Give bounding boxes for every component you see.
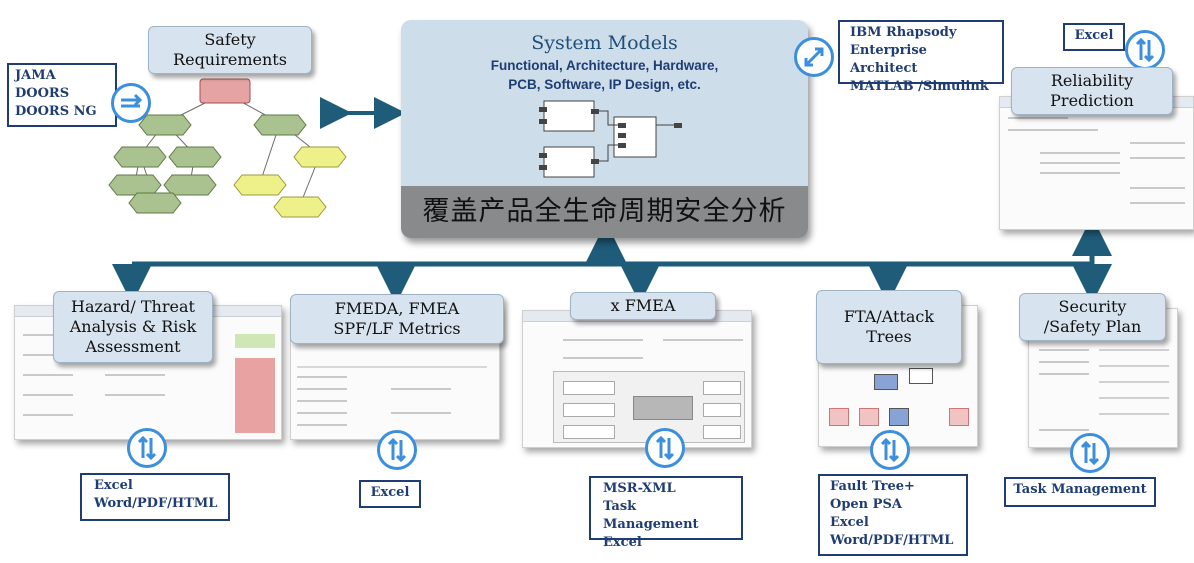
- system-models-subtitle: Functional, Architecture, Hardware, PCB,…: [490, 58, 719, 92]
- sync-icon-fta: [870, 430, 910, 470]
- xfmea-tools: MSR-XML Task Management Excel: [589, 476, 743, 550]
- sync-icon-system-models: [794, 37, 834, 77]
- fmeda-title: FMEDA, FMEA SPF/LF Metrics: [290, 294, 504, 344]
- sync-icon-fmeda: [377, 430, 417, 470]
- fta-tools: Fault Tree+ Open PSA Excel Word/PDF/HTML: [818, 474, 968, 556]
- sync-icon-safety-plan: [1070, 433, 1110, 473]
- reliability-title: Reliability Prediction: [1011, 67, 1173, 115]
- safety-requirements-tools: JAMA DOORS DOORS NG: [7, 63, 117, 127]
- safety-plan-tools: Task Management: [1004, 477, 1156, 507]
- reliability-tools: Excel: [1063, 23, 1125, 51]
- sync-icon-hazard: [127, 428, 167, 468]
- hazard-tools: Excel Word/PDF/HTML: [80, 473, 230, 521]
- xfmea-title: x FMEA: [570, 292, 716, 320]
- sync-icon-reliability: [1125, 30, 1165, 70]
- system-model-tools: IBM Rhapsody Enterprise Architect MATLAB…: [838, 20, 1004, 94]
- sync-icon-xfmea: [645, 428, 685, 468]
- fta-title: FTA/Attack Trees: [816, 290, 962, 364]
- hazard-analysis-title: Hazard/ Threat Analysis & Risk Assessmen…: [53, 291, 213, 363]
- system-block-diagram: [539, 100, 682, 178]
- lifecycle-banner: 覆盖产品全生命周期安全分析: [401, 186, 808, 238]
- fmeda-tools: Excel: [359, 480, 421, 508]
- reliability-screenshot: [999, 96, 1194, 230]
- system-models-panel: System Models Functional, Architecture, …: [401, 20, 808, 238]
- system-models-title: System Models: [531, 32, 678, 54]
- sync-icon-safety-requirements: [111, 83, 151, 123]
- safety-requirements-title: Safety Requirements: [148, 26, 312, 74]
- safety-plan-title: Security /Safety Plan: [1019, 293, 1166, 341]
- xfmea-screenshot: [522, 310, 752, 448]
- safety-requirements-graph: [108, 78, 347, 218]
